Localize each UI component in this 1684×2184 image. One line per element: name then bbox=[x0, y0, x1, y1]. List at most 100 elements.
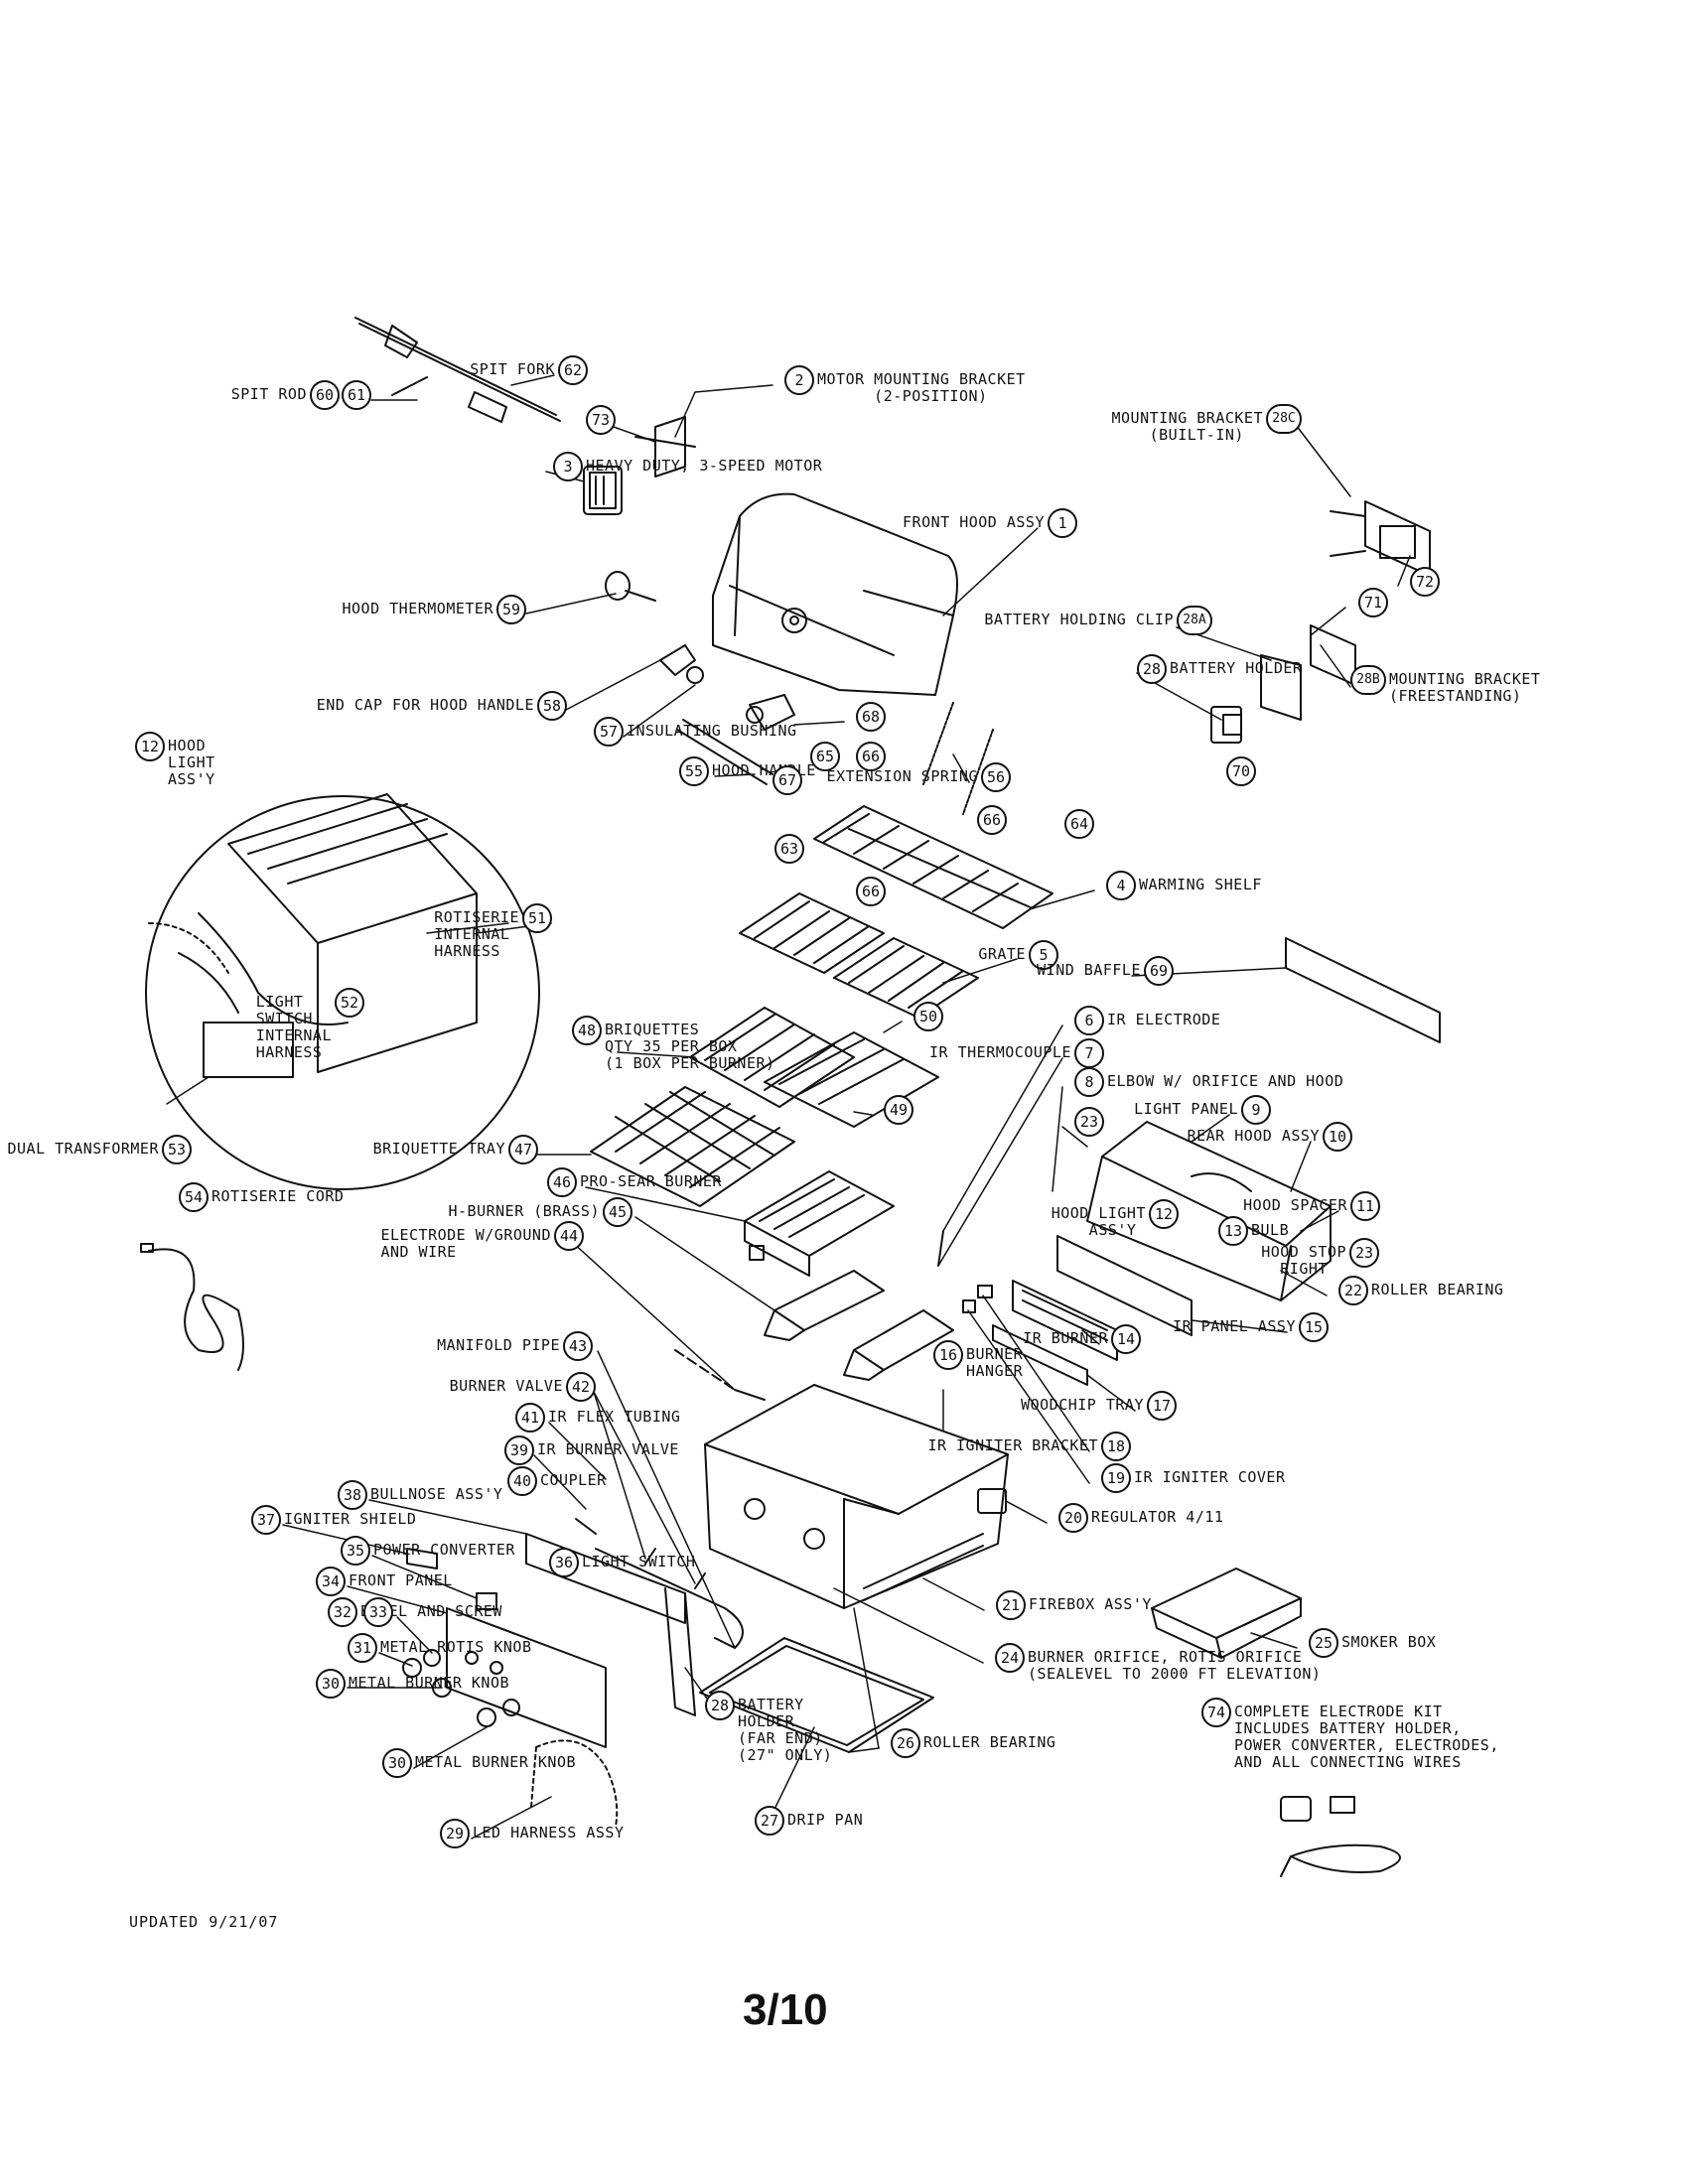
callout-number: 64 bbox=[1064, 809, 1094, 839]
callout-number: 30 bbox=[382, 1748, 412, 1778]
callout-label: FIREBOX ASS'Y bbox=[1029, 1595, 1152, 1613]
callout-number: 31 bbox=[348, 1633, 377, 1663]
callout-number: 72 bbox=[1410, 567, 1440, 597]
callout-number: 55 bbox=[679, 756, 709, 786]
callout-label: WOODCHIP TRAY bbox=[1021, 1396, 1144, 1414]
callout-number: 26 bbox=[891, 1728, 920, 1758]
callout-number: 14 bbox=[1111, 1324, 1141, 1354]
callout-number: 73 bbox=[586, 405, 616, 435]
callout-number: 68 bbox=[856, 702, 886, 732]
callout-number: 28B bbox=[1350, 665, 1386, 695]
hood-light-inset-drawing bbox=[145, 793, 540, 1190]
callout-number: 28C bbox=[1266, 404, 1302, 434]
callout-number: 45 bbox=[603, 1197, 632, 1227]
briquettes-drawing bbox=[689, 1007, 939, 1128]
callout-label: BATTERY HOLDING CLIP bbox=[984, 611, 1174, 628]
callout-number: 21 bbox=[996, 1590, 1026, 1620]
callout-number: 24 bbox=[995, 1643, 1025, 1673]
smoker-box-drawing bbox=[1151, 1568, 1302, 1659]
callout-label: SMOKER BOX bbox=[1341, 1633, 1437, 1651]
mounting-bracket-builtin-drawing bbox=[1330, 500, 1431, 577]
callout-number: 41 bbox=[515, 1403, 545, 1433]
callout-number: 53 bbox=[162, 1135, 192, 1164]
h-burners-drawing bbox=[764, 1270, 954, 1381]
callout-number: 30 bbox=[316, 1669, 346, 1699]
callout-number: 37 bbox=[251, 1505, 281, 1535]
callout-number: 66 bbox=[856, 742, 886, 771]
callout-label: HOOD LIGHT ASS'Y bbox=[1051, 1204, 1146, 1239]
callout-number: 32 bbox=[328, 1597, 357, 1627]
callout-label: BURNER VALVE bbox=[449, 1377, 563, 1395]
callout-label: ROLLER BEARING bbox=[1371, 1281, 1504, 1298]
callout-number: 28 bbox=[1137, 654, 1167, 684]
callout-number: 71 bbox=[1358, 588, 1388, 617]
callout-label: LIGHT PANEL bbox=[1134, 1100, 1238, 1118]
callout-label: DRIP PAN bbox=[787, 1811, 864, 1829]
callout-number: 54 bbox=[179, 1182, 209, 1212]
callout-label: IR BURNER bbox=[1023, 1329, 1108, 1347]
callout-number: 7 bbox=[1074, 1038, 1104, 1068]
callout-number: 66 bbox=[977, 805, 1007, 835]
callout-number: 74 bbox=[1201, 1698, 1231, 1727]
callout-number: 22 bbox=[1338, 1276, 1368, 1305]
callout-number: 40 bbox=[507, 1466, 537, 1496]
callout-number: 61 bbox=[342, 380, 371, 410]
thermometer-drawing bbox=[605, 571, 656, 602]
callout-number: 66 bbox=[856, 877, 886, 906]
callout-label: HOOD SPACER bbox=[1243, 1196, 1347, 1214]
callout-number: 23 bbox=[1349, 1238, 1379, 1268]
callout-number: 47 bbox=[508, 1135, 538, 1164]
callout-number: 19 bbox=[1101, 1463, 1131, 1493]
callout-number: 44 bbox=[554, 1221, 584, 1251]
callout-label: IR IGNITER COVER bbox=[1134, 1468, 1286, 1486]
callout-number: 27 bbox=[755, 1806, 784, 1836]
callout-label: SPIT FORK bbox=[470, 360, 555, 378]
callout-label: FRONT HOOD ASSY bbox=[903, 513, 1045, 531]
callout-label: REAR HOOD ASSY bbox=[1187, 1127, 1320, 1145]
callout-number: 6 bbox=[1074, 1006, 1104, 1035]
callout-number: 3 bbox=[553, 452, 583, 481]
callout-label: DUAL TRANSFORMER bbox=[7, 1140, 159, 1158]
callout-label: GRATE bbox=[978, 945, 1026, 963]
callout-number: 28A bbox=[1177, 606, 1212, 635]
callout-label: IR BURNER VALVE bbox=[537, 1440, 679, 1458]
callout-number: 70 bbox=[1226, 756, 1256, 786]
callout-label: METAL BURNER KNOB bbox=[349, 1674, 510, 1692]
spit-rod-drawing bbox=[354, 317, 561, 423]
callout-number: 34 bbox=[316, 1567, 346, 1596]
rotisserie-cord-drawing bbox=[140, 1243, 244, 1371]
callout-number: 25 bbox=[1309, 1628, 1338, 1658]
leader-lines bbox=[166, 374, 1411, 1840]
callout-number: 15 bbox=[1299, 1312, 1329, 1342]
callout-label: WIND BAFFLE bbox=[1037, 961, 1141, 979]
callout-number: 39 bbox=[504, 1435, 534, 1465]
callout-label: H-BURNER (BRASS) bbox=[448, 1202, 600, 1220]
callout-number: 38 bbox=[338, 1480, 367, 1510]
power-converter-drawing bbox=[406, 1548, 497, 1610]
callout-label: ROTISERIE CORD bbox=[211, 1187, 345, 1205]
callout-label: IR ELECTRODE bbox=[1107, 1011, 1221, 1028]
callout-number: 49 bbox=[884, 1095, 913, 1125]
callout-label: HOOD LIGHT ASS'Y bbox=[168, 737, 215, 788]
callout-label: IR THERMOCOUPLE bbox=[929, 1043, 1071, 1061]
callout-label: BURNER ORIFICE, ROTIS ORIFICE (SEALEVEL … bbox=[1028, 1648, 1322, 1683]
callout-number: 28 bbox=[705, 1691, 735, 1720]
callout-number: 16 bbox=[933, 1340, 963, 1370]
igniter-bracket-drawing bbox=[937, 1230, 993, 1313]
callout-label: ROTISERIE INTERNAL HARNESS bbox=[434, 908, 519, 960]
callout-label: MOUNTING BRACKET (BUILT-IN) bbox=[1111, 409, 1263, 444]
callout-number: 63 bbox=[774, 834, 804, 864]
drip-pan-drawing bbox=[699, 1637, 934, 1753]
callout-label: MOUNTING BRACKET (FREESTANDING) bbox=[1389, 670, 1541, 705]
callout-number: 57 bbox=[594, 717, 624, 747]
callout-number: 65 bbox=[810, 742, 840, 771]
callout-label: END CAP FOR HOOD HANDLE bbox=[316, 696, 534, 714]
callout-label: METAL BURNER KNOB bbox=[415, 1753, 577, 1771]
callout-number: 60 bbox=[310, 380, 340, 410]
callout-number: 58 bbox=[537, 691, 567, 721]
callout-number: 42 bbox=[566, 1372, 596, 1402]
callout-number: 36 bbox=[549, 1548, 579, 1577]
callout-number: 4 bbox=[1106, 871, 1136, 900]
firebox-drawing bbox=[704, 1384, 1009, 1609]
